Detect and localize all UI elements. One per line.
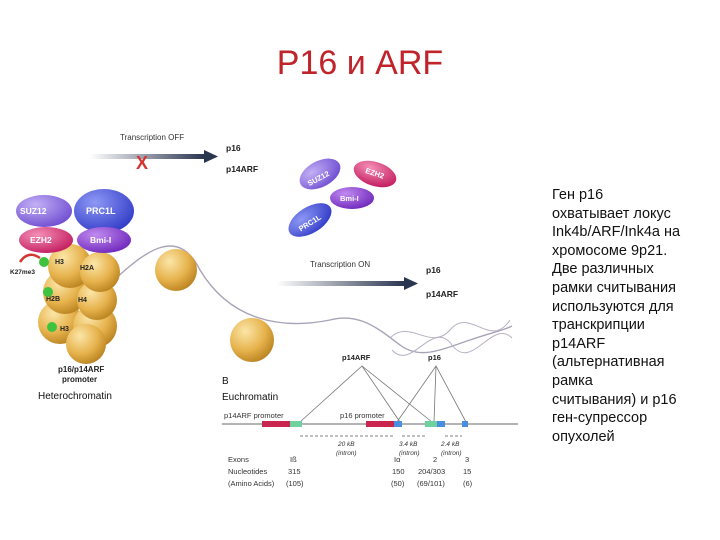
description-text: Ген p16 охватывает локус Ink4b/ARF/Ink4a… bbox=[552, 187, 681, 445]
methyl-curved-arrow-icon bbox=[18, 253, 41, 263]
suz12-blob bbox=[16, 195, 72, 227]
distance-2-kb: 3.4 kB bbox=[399, 441, 418, 448]
off-x-mark: X bbox=[136, 153, 148, 173]
amino-acids-2: (69/101) bbox=[417, 479, 445, 488]
nucleotides-3: 15 bbox=[463, 467, 471, 476]
row-label-exons: Exons bbox=[228, 455, 249, 464]
histone-h4-label: H4 bbox=[78, 297, 87, 304]
exon-1alpha bbox=[394, 421, 402, 427]
free-ezh2-blob bbox=[353, 160, 397, 188]
exon-number-1a: Iα bbox=[394, 455, 401, 464]
transcription-off-arrowhead bbox=[204, 150, 218, 163]
histone-h3b-label: H3 bbox=[60, 326, 69, 333]
open-nucleosome-2 bbox=[230, 318, 274, 362]
transcription-on-label: Transcription ON bbox=[310, 260, 370, 269]
bmi1-blob bbox=[77, 227, 131, 253]
methyl-label: K27me3 bbox=[10, 269, 35, 276]
free-prc-complex: SUZ12 EZH2 Bmi-I PRC1L bbox=[288, 158, 397, 237]
off-target-p16: p16 bbox=[226, 143, 241, 153]
histone-ball bbox=[80, 252, 120, 292]
distance-1-kb: 20 kB bbox=[337, 441, 355, 448]
row-label-nucleotides: Nucleotides bbox=[228, 467, 267, 476]
histone-h2b-label: H2B bbox=[46, 296, 60, 303]
nucleotides-1a: 150 bbox=[392, 467, 405, 476]
p14arf-promoter-region bbox=[262, 421, 290, 427]
free-bmi1-blob bbox=[330, 187, 374, 209]
distance-3-kb: 2.4 kB bbox=[440, 441, 460, 448]
euchromatin-label: Euchromatin bbox=[222, 392, 278, 403]
exon-1beta bbox=[290, 421, 302, 427]
amino-acids-1b: (105) bbox=[286, 479, 304, 488]
exon-3 bbox=[462, 421, 468, 427]
free-suz12-blob bbox=[299, 158, 341, 190]
prc1l-label: PRC1L bbox=[86, 206, 116, 216]
exon-number-1b: Iß bbox=[290, 455, 297, 464]
dna-helix-strand-b bbox=[391, 333, 513, 356]
on-target-p16: p16 bbox=[426, 265, 441, 275]
nucleotides-2: 204/303 bbox=[418, 467, 445, 476]
exon-2 bbox=[425, 421, 437, 427]
p16-promoter-label: p16 promoter bbox=[340, 411, 385, 420]
slide-title: P16 и ARF bbox=[276, 44, 444, 82]
promoter-label-line1: p16/p14ARF bbox=[58, 365, 104, 374]
histone-h3-label: H3 bbox=[55, 259, 64, 266]
p14arf-promoter-label: p14ARF promoter bbox=[224, 411, 284, 420]
on-target-p14arf: p14ARF bbox=[426, 289, 458, 299]
exon-2b bbox=[437, 421, 445, 427]
distance-1-note: (intron) bbox=[336, 450, 357, 457]
bmi1-label: Bmi-I bbox=[90, 235, 111, 245]
free-prc1l-blob bbox=[288, 203, 332, 237]
nucleotides-1b: 315 bbox=[288, 467, 301, 476]
locus-top-p16: p16 bbox=[428, 353, 441, 362]
promoter-label-line2: promoter bbox=[62, 375, 97, 384]
heterochromatin-stack bbox=[38, 244, 120, 364]
distance-3-note: (intron) bbox=[441, 450, 462, 457]
transcription-on-arrow bbox=[276, 281, 404, 286]
amino-acids-3: (6) bbox=[463, 479, 473, 488]
p14arf-splice-line-mid bbox=[361, 365, 401, 423]
methyl-mark-icon bbox=[39, 257, 49, 267]
row-label-amino-acids: (Amino Acids) bbox=[228, 479, 275, 488]
amino-acids-1a: (50) bbox=[391, 479, 405, 488]
transcription-on-arrowhead bbox=[404, 277, 418, 290]
off-target-p14arf: p14ARF bbox=[226, 164, 258, 174]
suz12-label: SUZ12 bbox=[20, 206, 47, 216]
transcription-off-arrow bbox=[90, 154, 204, 159]
methyl-mark-icon bbox=[43, 287, 53, 297]
methyl-mark-icon bbox=[47, 322, 57, 332]
dna-strand bbox=[94, 245, 513, 354]
panel-b-label: B bbox=[222, 376, 229, 387]
dna-helix-strand-a bbox=[389, 319, 511, 339]
p16-splice-line-mid bbox=[433, 365, 437, 423]
heterochromatin-label: Heterochromatin bbox=[38, 391, 112, 402]
p16-promoter-region bbox=[366, 421, 394, 427]
ezh2-blob bbox=[19, 227, 73, 253]
exon-number-3: 3 bbox=[465, 455, 469, 464]
transcription-off-label: Transcription OFF bbox=[120, 133, 184, 142]
free-bmi1-label: Bmi-I bbox=[340, 194, 359, 203]
distance-2-note: (intron) bbox=[399, 450, 420, 457]
ezh2-label: EZH2 bbox=[30, 235, 52, 245]
prc1l-blob bbox=[74, 189, 134, 233]
open-nucleosome-1 bbox=[155, 249, 197, 291]
locus-top-p14arf: p14ARF bbox=[342, 353, 371, 362]
histone-ball bbox=[66, 324, 106, 364]
histone-h2a-label: H2A bbox=[80, 265, 94, 272]
exon-number-2: 2 bbox=[433, 455, 437, 464]
p16-splice-lines bbox=[396, 365, 467, 423]
